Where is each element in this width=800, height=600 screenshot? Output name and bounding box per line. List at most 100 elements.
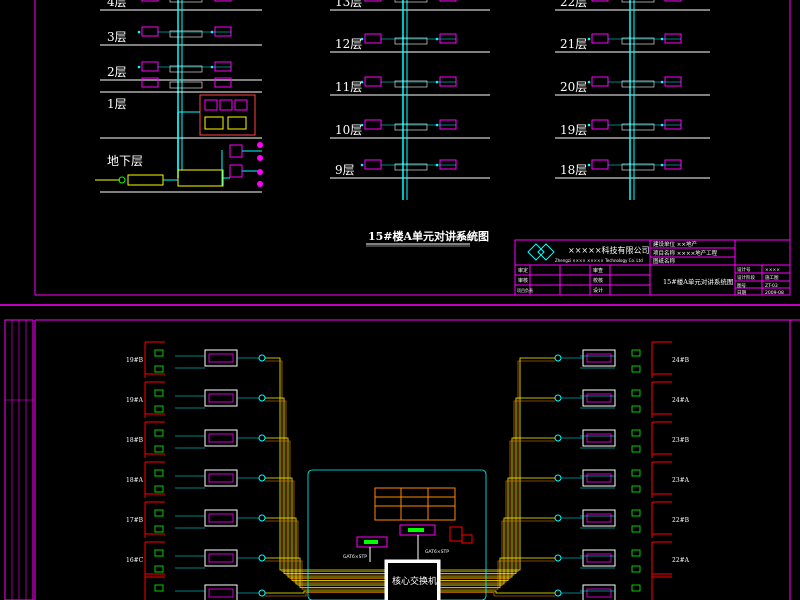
title-row-1: 建设单位 ××地产: [653, 240, 697, 248]
building-label: 22#A: [672, 557, 690, 564]
floor-label: 18层: [560, 163, 587, 177]
fiber-route: [440, 592, 555, 597]
camera-icon: [154, 525, 164, 533]
building-label: 19#B: [126, 357, 144, 364]
floor-label: 12层: [335, 37, 362, 51]
junction-dot: [360, 37, 364, 41]
fiber-route: [265, 400, 385, 576]
camera-icon: [154, 405, 164, 413]
fiber-route: [440, 560, 555, 590]
junction-dot: [660, 123, 664, 127]
switch-port-block: [208, 513, 234, 523]
switch-port-block: [586, 393, 612, 403]
building-label: 24#A: [672, 397, 690, 404]
camera-icon: [631, 405, 641, 413]
building-label: 18#A: [126, 477, 144, 484]
camera-icon: [631, 469, 641, 477]
junction-dot: [360, 123, 364, 127]
fiber-route: [265, 592, 385, 597]
fiber-label-2: GAT6×STP: [425, 549, 449, 555]
fiber-node: [554, 474, 562, 482]
indoor-unit: [591, 76, 609, 87]
indoor-unit: [364, 159, 382, 170]
camera-icon: [631, 584, 641, 592]
company-name-en: Zhengzi ×××× ××××× Technology Co. Ltd: [555, 258, 643, 263]
fiber-node: [554, 554, 562, 562]
floor-label: 地下层: [107, 154, 143, 168]
camera-icon: [631, 509, 641, 517]
fiber-node: [258, 589, 266, 597]
camera-icon: [154, 584, 164, 592]
indoor-unit: [664, 159, 682, 170]
access-switch: [204, 549, 238, 567]
fiber-route: [265, 357, 385, 571]
fiber-route: [265, 480, 385, 583]
indoor-unit: [214, 0, 232, 2]
fiber-node: [258, 514, 266, 522]
floor-decoder: [394, 163, 428, 171]
floor-decoder: [169, 81, 203, 89]
fiber-node: [554, 354, 562, 362]
fiber-node: [258, 434, 266, 442]
right-building-bank: 24#B24#A23#B23#A22#B22#A: [440, 341, 690, 600]
camera-icon: [631, 485, 641, 493]
switch-port-block: [586, 588, 612, 598]
building-label: 23#A: [672, 477, 690, 484]
title-cell-shenhe: 审核: [518, 277, 528, 284]
switch-port-block: [208, 588, 234, 598]
title-cell-shencha: 审查: [593, 267, 603, 274]
left-building-bank: 19#B19#A18#B18#A17#B16#C: [126, 341, 385, 600]
indoor-unit: [664, 119, 682, 130]
junction-dot: [587, 163, 591, 167]
access-switch: [582, 389, 616, 407]
fiber-route: [265, 557, 385, 588]
floor-label: 22层: [560, 0, 587, 9]
floor-label: 19层: [560, 123, 587, 137]
core-switch-label: 核心交换机: [392, 575, 437, 587]
camera-icon: [154, 549, 164, 557]
building-label: 17#B: [126, 517, 144, 524]
camera-icon: [631, 525, 641, 533]
indoor-unit: [141, 0, 159, 2]
indoor-unit: [364, 76, 382, 87]
title-row-3: 图纸名称: [653, 257, 676, 265]
fiber-route: [440, 400, 555, 576]
drawing-title: 15#楼A单元对讲系统图: [368, 229, 489, 243]
fiber-label-1: GAT6×STP: [343, 554, 367, 560]
building-label: 22#B: [672, 517, 690, 524]
indoor-unit: [439, 159, 457, 170]
camera-icon: [154, 365, 164, 373]
title-row-2: 项目名称 ××××地产工程: [653, 249, 718, 257]
floor-decoder: [621, 163, 655, 171]
fiber-route: [440, 517, 555, 585]
switch-port-block: [586, 433, 612, 443]
indoor-unit: [439, 119, 457, 130]
switch-port-block: [586, 513, 612, 523]
junction-dot: [660, 80, 664, 84]
camera-icon: [154, 429, 164, 437]
fiber-route: [440, 477, 555, 581]
fiber-node: [258, 474, 266, 482]
fiber-node: [258, 394, 266, 402]
junction-dot: [587, 80, 591, 84]
junction-dot: [435, 37, 439, 41]
core-switch: 核心交换机: [384, 559, 441, 600]
building-label: 18#B: [126, 437, 144, 444]
building-label: 23#B: [672, 437, 690, 444]
junction-dot: [360, 80, 364, 84]
access-switch: [582, 549, 616, 567]
indoor-unit: [439, 76, 457, 87]
title-cell-tuhao: 图号: [737, 283, 746, 289]
fiber-node: [258, 554, 266, 562]
title-cell-jieduan: 设计阶段: [737, 274, 755, 281]
company-name-cn: ×××××科技有限公司: [568, 245, 650, 255]
indoor-unit: [664, 0, 682, 2]
indoor-unit: [364, 0, 382, 2]
building-label: 19#A: [126, 397, 144, 404]
title-cell-sheji: 设计: [593, 287, 603, 294]
junction-dot: [137, 65, 141, 69]
switch-port-block: [208, 433, 234, 443]
junction-dot: [435, 163, 439, 167]
